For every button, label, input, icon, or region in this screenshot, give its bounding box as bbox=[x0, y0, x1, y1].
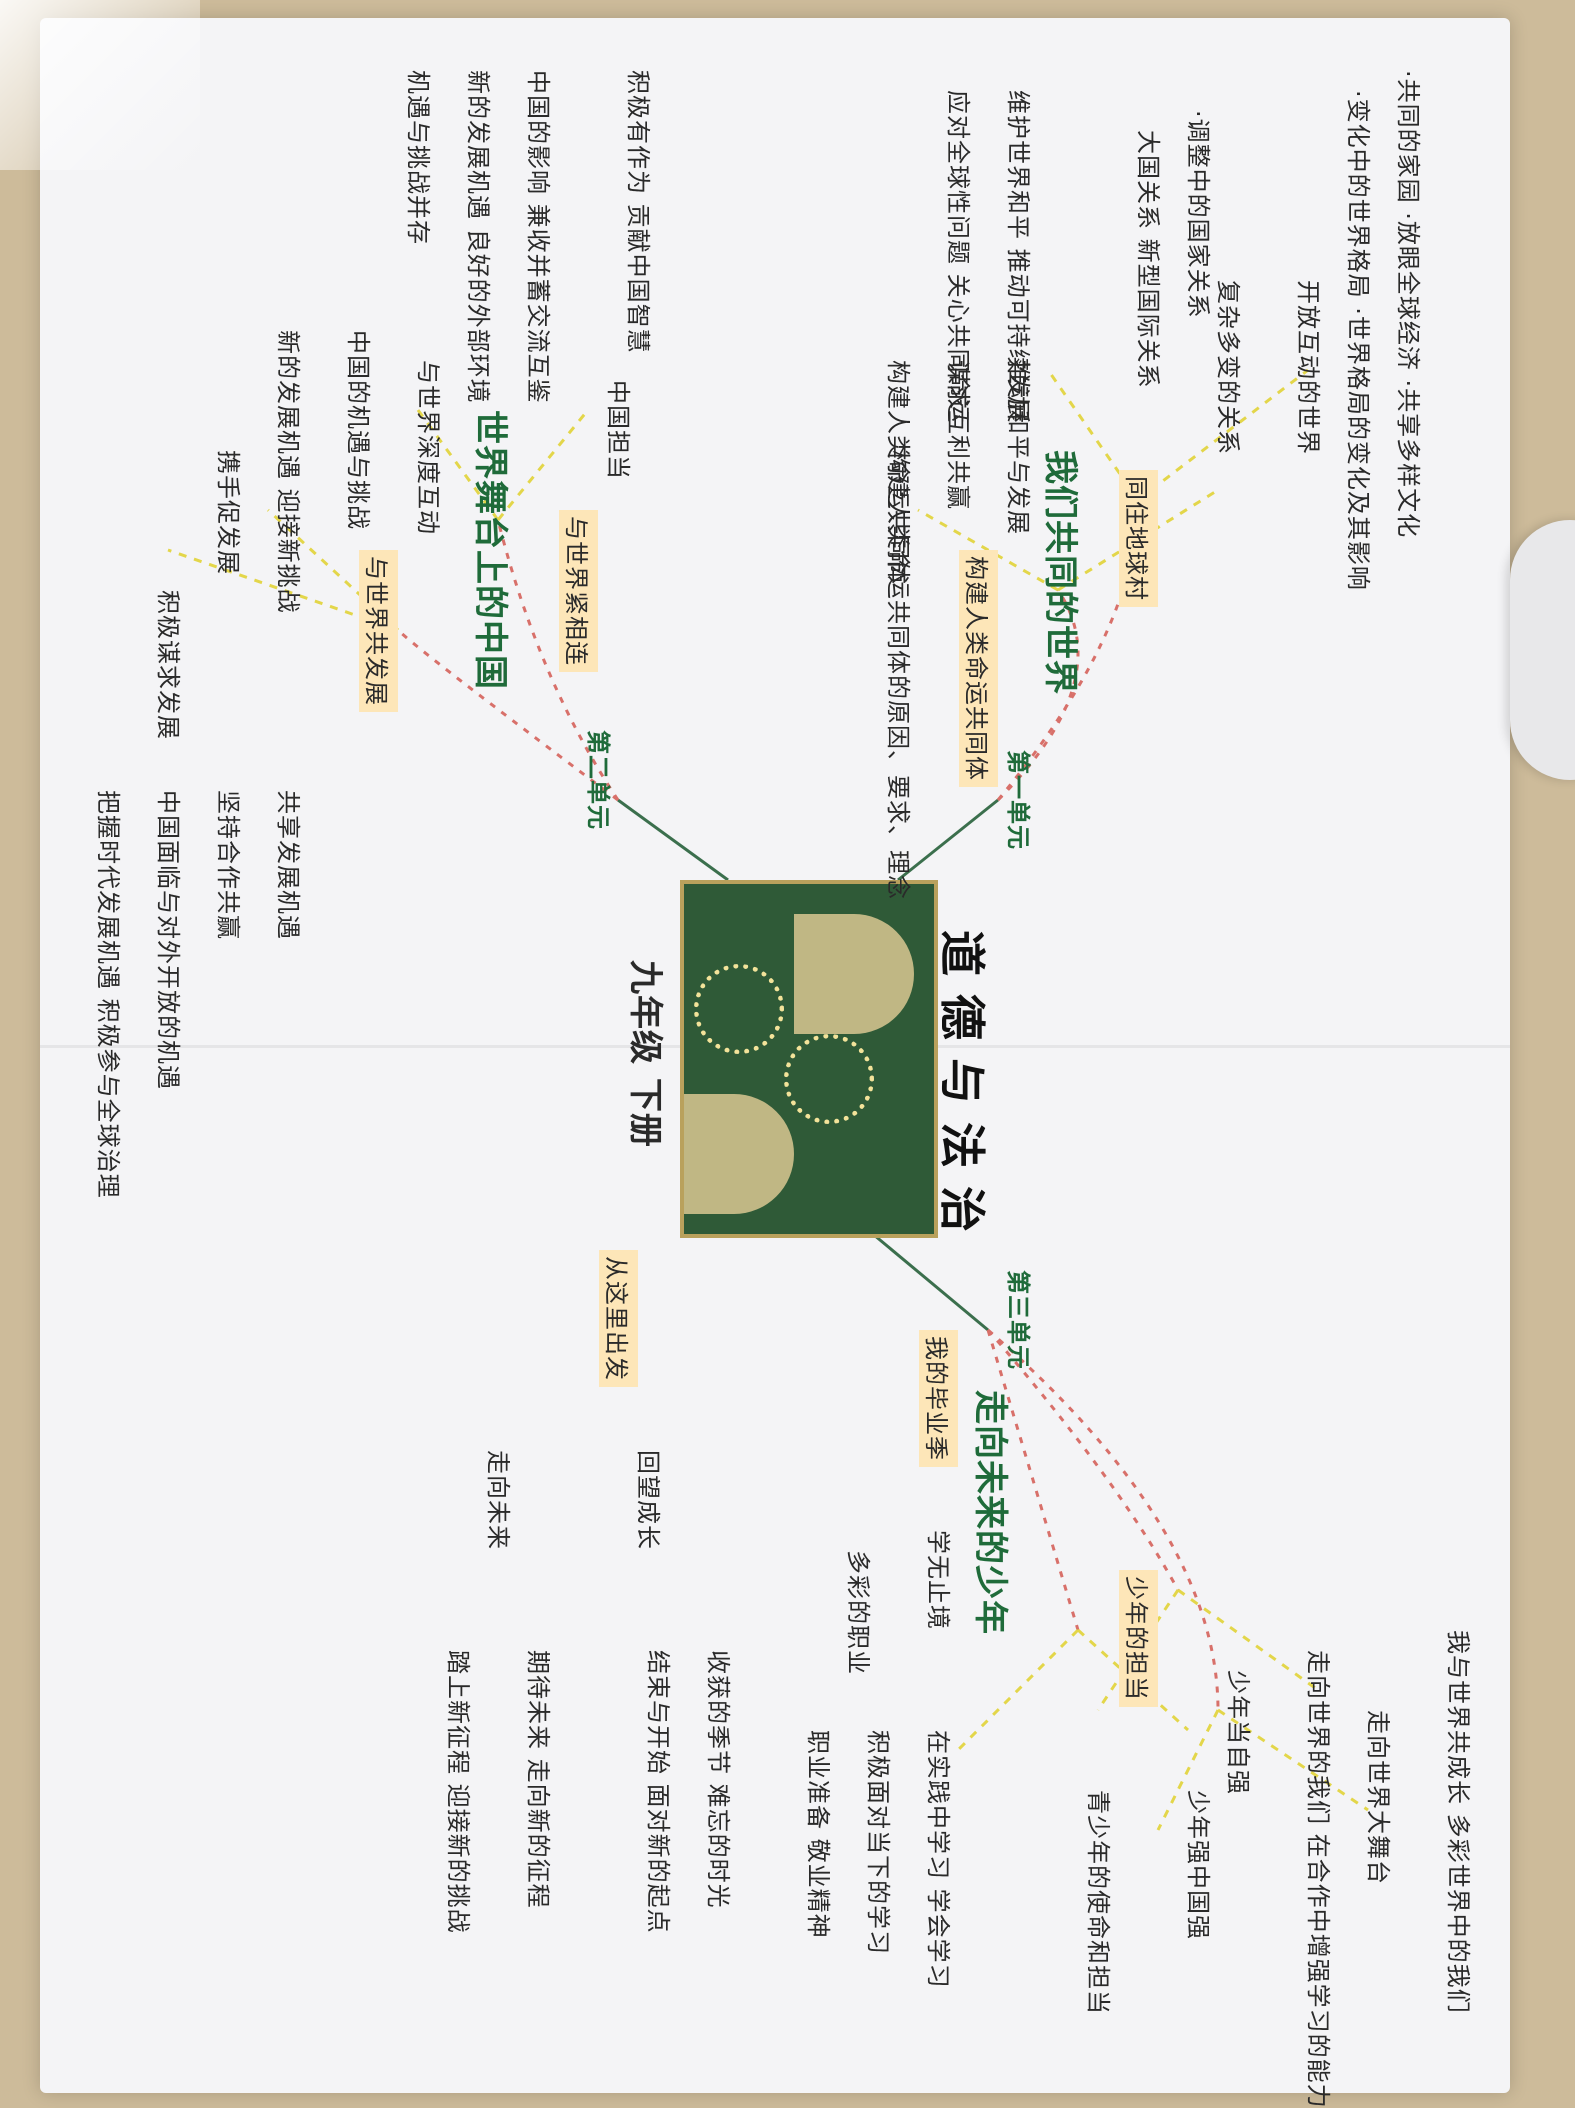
lesson-detail: ·变化中的世界格局 ·世界格局的变化及其影响 bbox=[1343, 90, 1378, 591]
lesson-detail: 踏上新征程 迎接新的挑战 bbox=[443, 1650, 478, 1934]
lesson-detail: 维护世界和平 推动可持续发展 bbox=[1003, 90, 1038, 424]
lesson-point: 回望成长 bbox=[633, 1450, 668, 1550]
unit-topic: 世界舞台上的中国 bbox=[469, 410, 518, 690]
lesson-point: 携手促发展 bbox=[213, 450, 248, 575]
lesson-detail: 中国的影响 兼收并蓄交流互鉴 bbox=[523, 70, 558, 404]
lesson-detail: 积极有作为 贡献中国智慧 bbox=[623, 70, 658, 354]
lesson-point: 与世界深度互动 bbox=[413, 360, 448, 535]
lesson-title: 我的毕业季 bbox=[919, 1330, 958, 1467]
lesson-detail: 应对全球性问题 关心共同命运 bbox=[943, 90, 978, 424]
lesson-detail: 结束与开始 面对新的起点 bbox=[643, 1650, 678, 1934]
lesson-title: 与世界紧相连 bbox=[559, 510, 598, 672]
flower-decoration bbox=[784, 1034, 874, 1124]
lesson-point: 积极谋求发展 bbox=[153, 590, 188, 740]
lesson-detail: 坚持合作共赢 bbox=[213, 790, 248, 940]
lesson-point: 开放互动的世界 bbox=[1293, 280, 1328, 455]
lesson-detail: 少年强中国强 bbox=[1183, 1790, 1218, 1940]
lesson-detail: 积极面对当下的学习 bbox=[863, 1730, 898, 1955]
lesson-detail: 我与世界共成长 多彩世界中的我们 bbox=[1443, 1630, 1478, 2014]
unit-label: 第二单元 bbox=[583, 730, 618, 830]
fan-decoration bbox=[794, 914, 914, 1034]
lesson-point: 新的发展机遇 迎接新挑战 bbox=[273, 330, 308, 614]
mind-map: 道德与法治 九年级 下册 第一单元 我们共同的世界 同住地球村 开放互动的世界 … bbox=[58, 30, 1518, 2070]
lesson-detail: 共享发展机遇 bbox=[273, 790, 308, 940]
lesson-detail: ·共同的家园 ·放眼全球经济 ·共享多样文化 bbox=[1393, 70, 1428, 538]
lesson-detail: 职业准备 敬业精神 bbox=[803, 1730, 838, 1939]
flower-decoration bbox=[694, 964, 784, 1054]
map-subtitle: 九年级 下册 bbox=[624, 960, 673, 1148]
lesson-title: 与世界共发展 bbox=[359, 550, 398, 712]
lesson-point: 少年当自强 bbox=[1223, 1670, 1258, 1795]
lesson-point: 走向世界大舞台 bbox=[1363, 1710, 1398, 1885]
lesson-detail: ·调整中的国家关系 bbox=[1183, 110, 1218, 319]
lesson-title: 同住地球村 bbox=[1119, 470, 1158, 607]
lesson-detail: 中国面临与对外开放的机遇 bbox=[153, 790, 188, 1090]
lesson-detail: 走向世界的我们 在合作中增强学习的能力 bbox=[1303, 1650, 1338, 2108]
unit-label: 第一单元 bbox=[1003, 750, 1038, 850]
lesson-detail: 把握时代发展机遇 积极参与全球治理 bbox=[93, 790, 128, 1199]
lesson-detail: 机遇与挑战并存 bbox=[403, 70, 438, 245]
map-title: 道德与法治 bbox=[932, 930, 998, 1250]
lesson-point: 学无止境 bbox=[923, 1530, 958, 1630]
lesson-detail: 构建人类命运共同体的原因、要求、理念 bbox=[883, 450, 918, 900]
lesson-detail: 收获的季节 难忘的时光 bbox=[703, 1650, 738, 1909]
lesson-detail: 青少年的使命和担当 bbox=[1083, 1790, 1118, 2015]
lesson-detail: 中国的机遇与挑战 bbox=[343, 330, 378, 530]
lesson-detail: 新的发展机遇 良好的外部环境 bbox=[463, 70, 498, 404]
unit-topic: 走向未来的少年 bbox=[969, 1390, 1018, 1635]
lesson-detail: 期待未来 走向新的征程 bbox=[523, 1650, 558, 1909]
unit-label: 第三单元 bbox=[1003, 1270, 1038, 1370]
lesson-point: 中国担当 bbox=[603, 380, 638, 480]
center-image bbox=[680, 880, 938, 1238]
lesson-detail: 大国关系 新型国际关系 bbox=[1133, 130, 1168, 389]
computer-mouse bbox=[1510, 520, 1575, 780]
lesson-title: 构建人类命运共同体 bbox=[959, 550, 998, 787]
lesson-title: 从这里出发 bbox=[599, 1250, 638, 1387]
lesson-point: 多彩的职业 bbox=[843, 1550, 878, 1675]
lesson-title: 少年的担当 bbox=[1119, 1570, 1158, 1707]
lesson-point: 走向未来 bbox=[483, 1450, 518, 1550]
fan-decoration bbox=[680, 1094, 794, 1214]
unit-topic: 我们共同的世界 bbox=[1039, 450, 1088, 695]
lesson-detail: 在实践中学习 学会学习 bbox=[923, 1730, 958, 1989]
